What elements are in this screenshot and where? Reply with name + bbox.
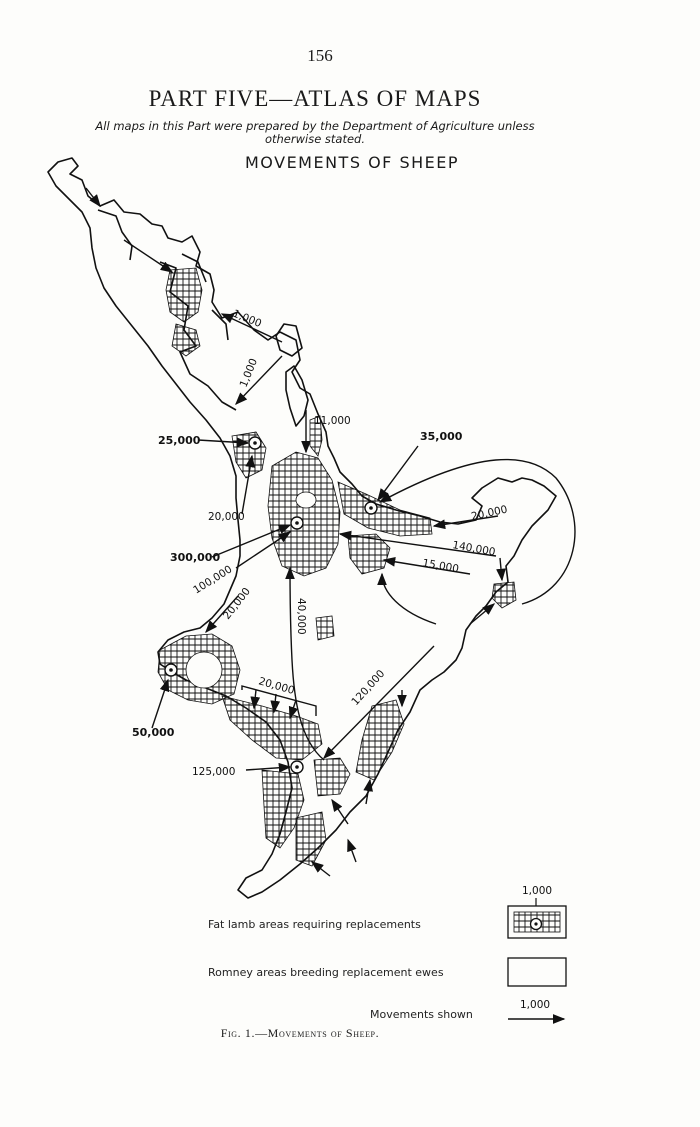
movement-arrow-20000-west <box>241 454 255 515</box>
movement-arrow-50000 <box>151 678 170 729</box>
fat-lamb-area-horowhenua <box>313 757 351 797</box>
market-dot-plenty <box>369 506 373 510</box>
label-1000-south: 1,000 <box>238 357 260 389</box>
movement-arrow-hawkes-bay-2 <box>469 603 496 625</box>
romney-area-egmont <box>185 651 223 689</box>
bracket-arrow-2 <box>270 693 281 714</box>
legend-fat-lamb-label: Fat lamb areas requiring replacements <box>208 918 421 931</box>
movement-arrow-wellington-2 <box>310 861 331 877</box>
movement-arrow-125000 <box>245 762 292 773</box>
map-title: MOVEMENTS OF SHEEP <box>245 153 460 172</box>
page-number: 156 <box>307 46 333 65</box>
subtitle-line-2: otherwise stated. <box>264 132 366 146</box>
north-island-outline <box>47 157 557 899</box>
movement-arrow-35000 <box>377 445 419 502</box>
label-20000-east: 20,000 <box>470 504 508 523</box>
movement-arrow-wellington-3 <box>347 838 357 863</box>
legend-symbol-value: 1,000 <box>522 885 552 897</box>
movement-arrow-300000 <box>211 524 292 558</box>
bracket-arrow-1 <box>250 689 261 710</box>
figure-caption: Fig. 1.—Movements of Sheep. <box>220 1026 380 1040</box>
wanganui-bracket <box>241 685 317 720</box>
label-300000: 300,000 <box>170 551 220 564</box>
movement-arrow-hawkes-bay <box>496 557 506 582</box>
market-dot-west <box>253 441 257 445</box>
legend-movements-label: Movements shown <box>370 1008 473 1021</box>
movement-arrow-big-loop <box>378 458 576 605</box>
label-50000: 50,000 <box>132 726 175 739</box>
movement-arrow-northland <box>123 239 174 273</box>
label-25000: 25,000 <box>158 434 201 447</box>
fat-lamb-area-wairarapa <box>355 699 405 781</box>
bracket-arrow-3 <box>288 699 299 720</box>
market-symbol-dots <box>169 441 373 769</box>
fat-lamb-area-wellington <box>295 811 327 867</box>
part-title: PART FIVE—ATLAS OF MAPS <box>148 86 482 111</box>
label-100000: 100,000 <box>191 563 234 596</box>
fat-lamb-area-hawkes-bay <box>491 581 517 609</box>
subtitle-line-1: All maps in this Part were prepared by t… <box>95 119 535 133</box>
movement-arrow-1000-north <box>220 313 283 343</box>
label-120000: 120,000 <box>349 668 387 708</box>
romney-area-waikato <box>295 491 317 509</box>
bracket-line <box>241 685 317 716</box>
legend-romney-swatch <box>507 957 567 987</box>
movement-arrow-wellington-1 <box>331 798 349 825</box>
movement-arrow-25000 <box>197 437 250 448</box>
fat-lamb-area-auckland <box>171 323 201 357</box>
movement-arrow-20000-east <box>432 515 499 530</box>
movement-arrow-20000-sw <box>205 595 239 634</box>
movement-arrow-wairarapa-2 <box>363 778 373 805</box>
romney-inclusions <box>185 491 317 689</box>
label-125000: 125,000 <box>192 766 235 778</box>
fat-lamb-area-manawatu <box>261 769 305 849</box>
label-140000: 140,000 <box>451 539 496 558</box>
hauraki-gulf-coast <box>275 323 303 357</box>
market-dot-manawatu <box>295 765 299 769</box>
legend-market-dot <box>534 922 538 926</box>
label-1000-north: 1,000 <box>231 308 263 330</box>
northland-inlets <box>97 209 229 341</box>
market-symbols <box>164 436 378 774</box>
label-20000-west: 20,000 <box>208 511 245 523</box>
label-35000: 35,000 <box>420 430 463 443</box>
fat-lamb-area-rotorua <box>347 533 391 575</box>
fat-lamb-area-northland <box>165 267 203 323</box>
movement-arrow-east-loop <box>377 572 437 625</box>
label-20000-sw: 20,000 <box>221 585 253 621</box>
market-dot-taranaki <box>169 668 173 672</box>
legend-graphics: 1,000 1,000 <box>507 885 567 1024</box>
market-dot-waikato <box>295 521 299 525</box>
movement-arrows <box>85 187 576 877</box>
legend-movements-value: 1,000 <box>520 999 550 1011</box>
fat-lamb-area-wanganui <box>221 695 323 761</box>
label-15000: 15,000 <box>421 557 459 575</box>
subtitle: All maps in this Part were prepared by t… <box>0 120 630 146</box>
movement-arrow-40000 <box>285 566 325 761</box>
fat-lamb-area-central <box>315 615 335 641</box>
movement-arrow-1000-south <box>235 355 283 406</box>
label-11000: 11,000 <box>314 415 351 427</box>
movement-arrow-north-tip <box>85 187 101 208</box>
coromandel-peninsula <box>285 365 309 427</box>
label-40000: 40,000 <box>295 598 307 635</box>
legend-romney-label: Romney areas breeding replacement ewes <box>208 966 444 979</box>
movement-arrow-140000 <box>338 530 497 557</box>
movement-arrow-15000 <box>382 556 471 575</box>
fat-lamb-area-waikato <box>267 451 341 577</box>
label-20000-south: 20,000 <box>257 675 296 697</box>
movement-arrow-120000 <box>323 645 435 759</box>
movement-arrow-100000 <box>235 531 292 569</box>
